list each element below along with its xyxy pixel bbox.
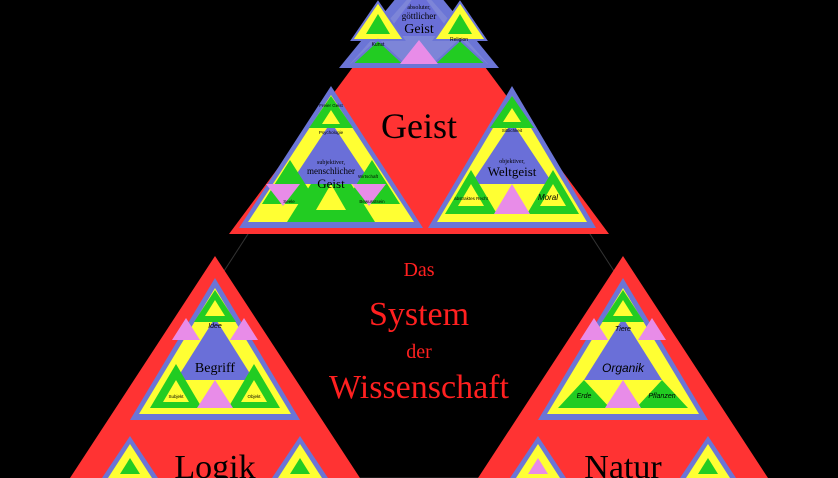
geist-left-small-right: Wirtschaft <box>358 174 379 179</box>
geist-top-small-right: Religion <box>450 37 468 43</box>
logik-top-line1: Begriff <box>195 361 236 376</box>
geist-left-small-mid: Psychologie <box>319 130 344 135</box>
geist-left-line1: subjektiver, <box>317 160 345 166</box>
natur-top-subtriangle: Organik Tiere Pflanzen Erde <box>538 278 708 420</box>
center-title: Das System der Wissenschaft <box>329 259 509 406</box>
geist-section: absoluter, göttlicher Geist Religion Kun… <box>229 0 609 234</box>
logik-section: Begriff Idee Objekt Subjekt Logik <box>70 256 360 478</box>
geist-left-small-bottom-left: Seele <box>283 199 295 204</box>
logik-top-subtriangle: Begriff Idee Objekt Subjekt <box>130 278 300 420</box>
title-line1: Das <box>403 259 434 281</box>
natur-top-small-left: Erde <box>577 393 592 400</box>
geist-top-line2: göttlicher <box>402 11 437 21</box>
geist-top-small-left: Kunst <box>372 42 385 48</box>
title-line4: Wissenschaft <box>329 369 509 406</box>
natur-label: Natur <box>584 449 662 478</box>
logik-top-small-top: Idee <box>208 323 222 330</box>
geist-right-small-top: Sittlichkeit <box>502 128 523 133</box>
title-line2: System <box>369 296 469 333</box>
geist-top-line3: Geist <box>404 22 434 37</box>
geist-left-small-top: Freier Geist <box>319 103 343 108</box>
geist-top-subtriangle: absoluter, göttlicher Geist Religion Kun… <box>339 0 499 68</box>
geist-label: Geist <box>381 106 457 146</box>
title-line3: der <box>406 341 432 363</box>
logik-top-small-right: Objekt <box>247 394 261 399</box>
logik-label: Logik <box>174 449 255 478</box>
natur-lower-left-subtriangle <box>510 436 566 478</box>
natur-top-small-right: Pflanzen <box>648 393 675 400</box>
logik-lower-right-subtriangle <box>272 436 328 478</box>
natur-top-line1: Organik <box>602 361 645 375</box>
natur-top-small-top: Tiere <box>615 326 631 333</box>
geist-left-subtriangle: subjektiver, menschlicher Geist Freier G… <box>239 86 423 228</box>
natur-section: Organik Tiere Pflanzen Erde Natur <box>478 256 768 478</box>
geist-top-line1: absoluter, <box>407 5 431 11</box>
geist-right-subtriangle: objektiver, Weltgeist Sittlichkeit Moral… <box>428 86 596 228</box>
geist-left-small-bottom-right: Bewusstsein <box>359 199 385 204</box>
geist-right-small-right: Moral <box>538 193 558 202</box>
logik-lower-left-subtriangle <box>102 436 158 478</box>
geist-right-line1: objektiver, <box>499 159 525 165</box>
geist-right-line2: Weltgeist <box>488 164 537 179</box>
natur-lower-right-subtriangle <box>680 436 736 478</box>
geist-right-small-left: abstraktes Recht <box>454 196 489 201</box>
geist-left-line3: Geist <box>317 176 345 191</box>
geist-left-line2: menschlicher <box>307 166 355 176</box>
logik-top-small-left: Subjekt <box>168 394 184 399</box>
